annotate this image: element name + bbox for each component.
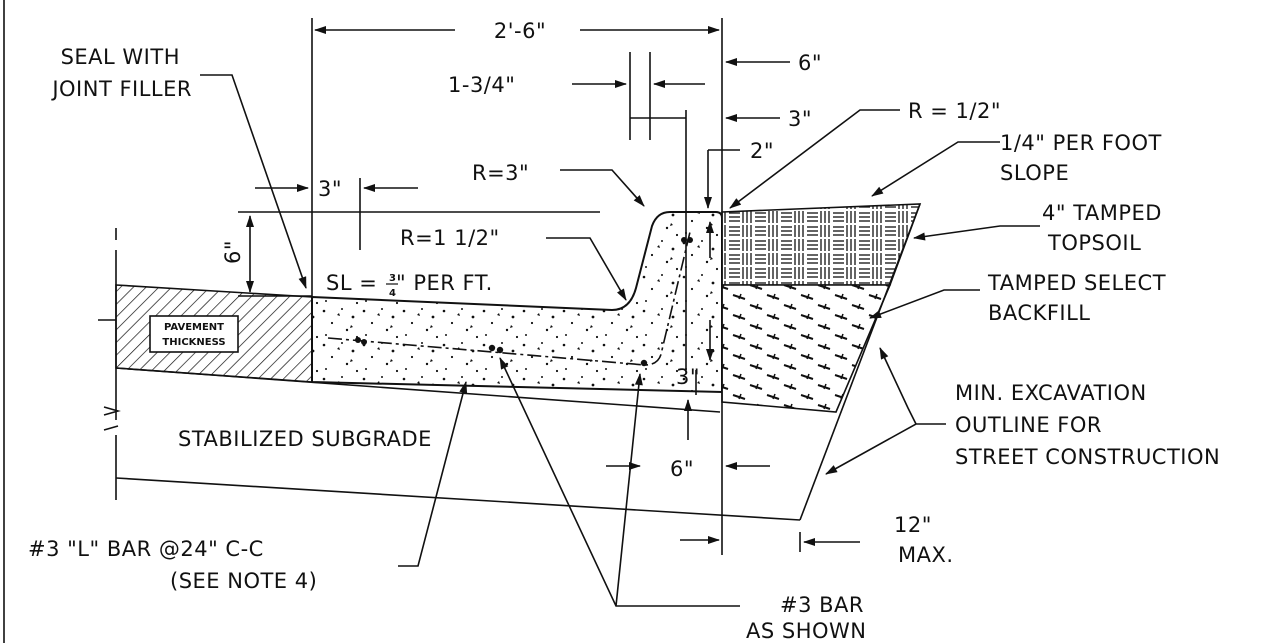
dim-3-left-label: 3" bbox=[318, 177, 342, 201]
curb-gutter-concrete bbox=[311, 211, 723, 394]
excavation-label-1: MIN. EXCAVATION bbox=[955, 381, 1147, 405]
l-bar-label-2: (SEE NOTE 4) bbox=[170, 569, 317, 593]
seal-label-2: JOINT FILLER bbox=[50, 77, 192, 101]
radius-half-label: R = 1/2" bbox=[908, 99, 1001, 123]
annotation-labels: 2'-6" 6" 1-3/4" 3" R = 1/2" 1/4" PER FOO… bbox=[28, 19, 1220, 643]
dim-6-bottom-label: 6" bbox=[670, 457, 694, 481]
backfill-label-2: BACKFILL bbox=[988, 301, 1091, 325]
dim-3-bottom-label: 3" bbox=[676, 365, 700, 389]
l-bar-label-1: #3 "L" BAR @24" C-C bbox=[28, 537, 264, 561]
backfill-section bbox=[721, 203, 922, 521]
subgrade-lines bbox=[98, 228, 801, 521]
lip-width-label: 1-3/4" bbox=[448, 73, 515, 97]
dimension-arrows bbox=[246, 26, 860, 552]
offset-6-label: 6" bbox=[798, 51, 822, 75]
pavement-section: PAVEMENT THICKNESS bbox=[115, 284, 313, 383]
slope-label-1: 1/4" PER FOOT bbox=[1000, 131, 1162, 155]
dim-12-label: 12" bbox=[894, 513, 932, 537]
pavement-thickness-label-1: PAVEMENT bbox=[164, 322, 224, 333]
radius-3-label: R=3" bbox=[472, 161, 529, 185]
excavation-label-3: STREET CONSTRUCTION bbox=[955, 445, 1220, 469]
pavement-thickness-label-2: THICKNESS bbox=[162, 337, 225, 348]
offset-3-label: 3" bbox=[788, 107, 812, 131]
slope-per-ft-label: " PER FT. bbox=[396, 271, 493, 295]
bar-label-1: #3 BAR bbox=[780, 593, 864, 617]
topsoil-label-2: TOPSOIL bbox=[1047, 231, 1141, 255]
excavation-label-2: OUTLINE FOR bbox=[955, 413, 1102, 437]
subgrade-label: STABILIZED SUBGRADE bbox=[178, 427, 432, 451]
slope-frac-num: 3 bbox=[389, 273, 396, 284]
dim-12-max-label: MAX. bbox=[898, 543, 954, 567]
gap-2-label: 2" bbox=[750, 139, 774, 163]
backfill-label-1: TAMPED SELECT bbox=[987, 271, 1166, 295]
seal-label-1: SEAL WITH bbox=[61, 45, 180, 69]
slope-sl-label: SL = bbox=[326, 271, 377, 295]
topsoil-label-1: 4" TAMPED bbox=[1042, 201, 1162, 225]
overall-width-label: 2'-6" bbox=[494, 19, 546, 43]
slope-label-2: SLOPE bbox=[1000, 161, 1069, 185]
slope-frac-den: 4 bbox=[389, 288, 396, 299]
bar-label-2: AS SHOWN bbox=[746, 619, 867, 643]
leader-lines bbox=[200, 74, 1040, 607]
depth-6-label: 6" bbox=[221, 240, 245, 264]
radius-1-5-label: R=1 1/2" bbox=[400, 226, 500, 250]
reference-lines bbox=[238, 18, 723, 555]
